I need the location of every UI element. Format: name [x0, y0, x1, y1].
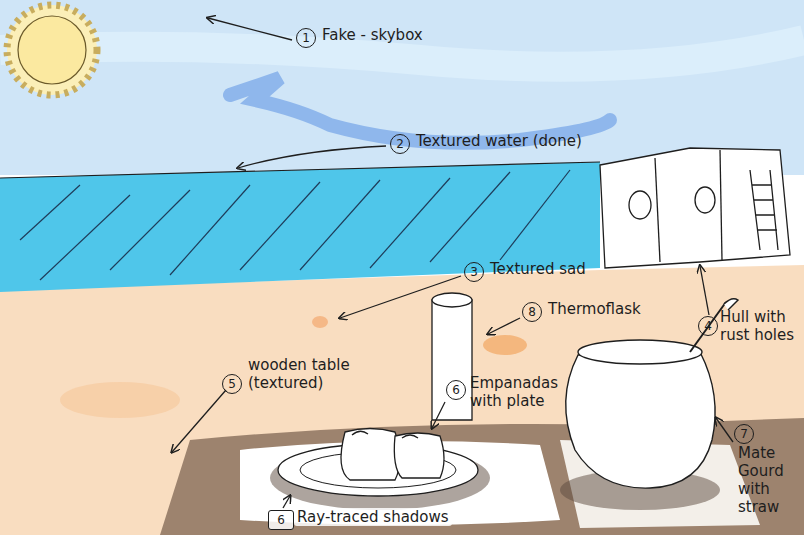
callout-label: Empanadas with plate — [470, 374, 560, 410]
mate-gourd — [566, 299, 738, 488]
sand-spot — [312, 316, 328, 328]
callout-number: 8 — [522, 302, 542, 322]
leader-line — [172, 18, 733, 508]
hull — [600, 148, 790, 268]
callout-number: 3 — [464, 262, 484, 282]
callout-number: 7 — [734, 424, 754, 444]
callout-number: 1 — [296, 28, 316, 48]
sun-rays — [7, 5, 97, 95]
sand — [0, 265, 804, 535]
sky-stroke — [0, 40, 804, 67]
callout-label: wooden table (textured) — [248, 356, 418, 392]
horizon — [0, 162, 600, 178]
callout-label: Fake - skybox — [322, 26, 423, 44]
water-hatching — [20, 170, 570, 280]
callout-label: Textured water (done) — [416, 132, 582, 150]
callout-label: Mate Gourd with straw — [738, 444, 800, 516]
callout-number: 6 — [446, 380, 466, 400]
sand-spot — [60, 382, 180, 418]
callout-label: Ray-traced shadows — [294, 508, 452, 526]
callout-label: Hull with rust holes — [720, 308, 800, 344]
water — [0, 162, 600, 292]
callout-number: 5 — [222, 374, 242, 394]
callout-number: 6 — [268, 510, 294, 530]
empanadas — [341, 429, 444, 481]
callout-label: Thermoflask — [548, 300, 641, 318]
thermoflask — [432, 293, 472, 420]
callout-number: 2 — [390, 134, 410, 154]
callout-number: 4 — [698, 316, 718, 336]
sand-spot — [483, 335, 527, 355]
callout-label: Textured sad — [490, 260, 586, 278]
sun — [18, 16, 86, 84]
